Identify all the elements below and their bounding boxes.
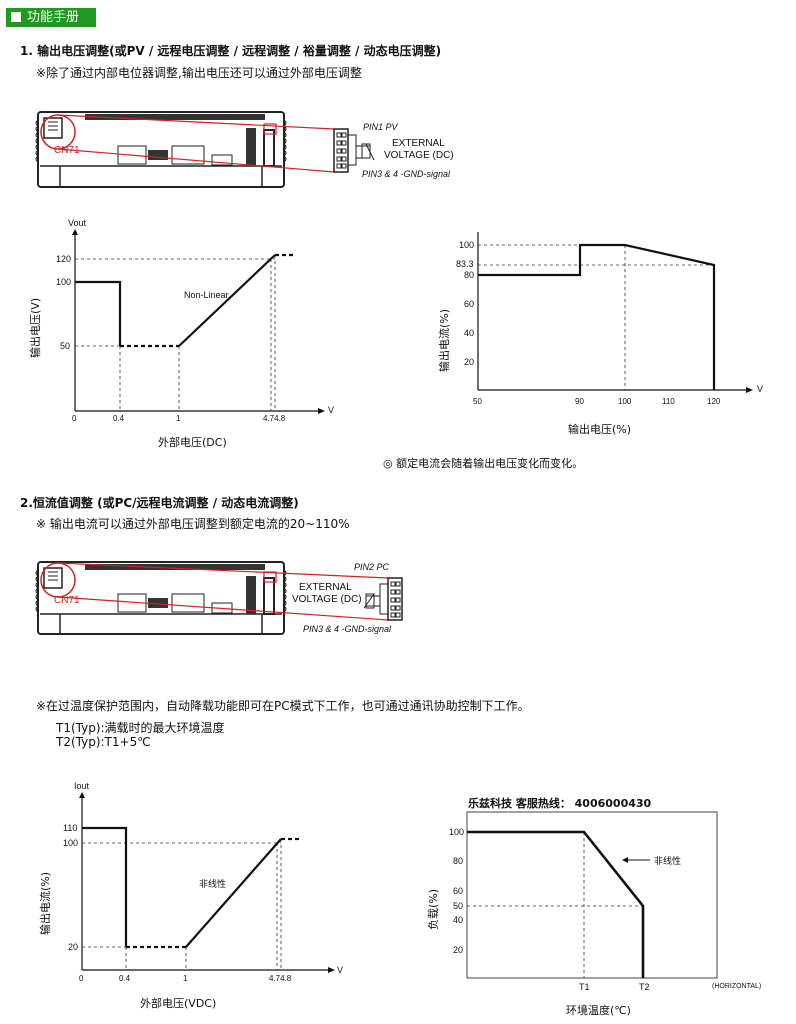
chart1-annotation: Non-Linear — [184, 290, 229, 300]
chart1-series-rising — [178, 254, 276, 347]
section3-t2: T2(Typ):T1+5℃ — [56, 735, 151, 749]
chart2-xtick-50: 50 — [473, 397, 482, 406]
chart4-series-line — [467, 830, 645, 978]
section1-heading: 1. 输出电压调整(或PV / 远程电压调整 / 远程调整 / 裕量调整 / 动… — [20, 44, 442, 58]
connector-pins-1 — [333, 128, 349, 173]
chart4-ytick-20: 20 — [453, 945, 464, 955]
chart1-ylabel: 输出电压(V) — [29, 297, 42, 358]
chart1-series-line — [75, 280, 122, 346]
connector-highlight-circle-2 — [40, 562, 76, 598]
chart2-xtick-90: 90 — [575, 397, 584, 406]
connector-pins-2 — [387, 577, 403, 621]
chart2-x-unit: V — [757, 384, 764, 394]
chart4-xtick-t1: T1 — [579, 982, 590, 992]
chart1-ylabel-top: Vout — [68, 218, 87, 228]
chart3-series-line — [82, 826, 128, 947]
chart4-plot-frame — [466, 811, 718, 979]
chart1-xtick-1: 1 — [176, 414, 181, 423]
section-header: 功能手册 — [6, 8, 96, 27]
chart4-ytick-50: 50 — [453, 901, 464, 911]
chart1-xtick-0: 0 — [72, 414, 77, 423]
section2-heading: 2.恒流值调整 (或PC/远程电流调整 / 动态电流调整) — [20, 496, 299, 510]
chart3-x-unit: V — [337, 965, 344, 975]
chart2-ytick-100: 100 — [459, 240, 475, 250]
pin-top-label-1: PIN1 PV — [363, 122, 398, 132]
chart4-ytick-100: 100 — [449, 827, 465, 837]
chart2-ytick-83-3: 83.3 — [456, 259, 474, 269]
ext-line1-label-1: EXTERNAL — [392, 138, 445, 149]
chart3-series-rising — [185, 838, 282, 948]
chart2-xtick-100: 100 — [618, 397, 632, 406]
chart3-ylabel: 输出电流(%) — [39, 871, 52, 935]
chart2-ylabel: 输出电流(%) — [438, 308, 451, 372]
chart2-caption: ◎ 额定电流会随着输出电压变化而变化。 — [383, 457, 584, 470]
ext-line2-label-1: VOLTAGE (DC) — [384, 150, 454, 161]
pin-bottom-label-1: PIN3 & 4 -GND-signal — [362, 169, 451, 179]
chart4-x-note: (HORIZONTAL) — [712, 983, 762, 990]
chart4-xlabel: 环境温度(℃) — [566, 1004, 631, 1017]
chart1-ytick-120: 120 — [56, 254, 72, 264]
chart3-xlabel: 外部电压(VDC) — [140, 997, 217, 1010]
chart3-xtick-0: 0 — [79, 974, 84, 983]
chart2-series-line — [478, 243, 716, 390]
chart4-annotation: 非线性 — [654, 857, 682, 867]
connector-label-2: CN71 — [54, 595, 80, 606]
chart1-ytick-50: 50 — [60, 341, 71, 351]
chart4-ylabel: 负载(%) — [427, 888, 440, 930]
chart1-ytick-100: 100 — [56, 277, 72, 287]
section1-note: ※除了通过内部电位器调整,输出电压还可以通过外部电压调整 — [36, 66, 362, 80]
chart3-ytick-20: 20 — [68, 942, 79, 952]
chart3-xtick-0-4: 0.4 — [119, 974, 131, 983]
ext-line2-label-2: VOLTAGE (DC) — [292, 594, 362, 605]
section-header-title: 功能手册 — [27, 10, 80, 25]
chart3-ytick-100: 100 — [63, 838, 79, 848]
chart2-xtick-120: 120 — [707, 397, 721, 406]
chart3-annotation: 非线性 — [199, 880, 227, 890]
chart4-xtick-t2: T2 — [639, 982, 650, 992]
hotline-text: 乐兹科技 客服热线： 4006000430 — [468, 797, 652, 810]
section2-note: ※ 输出电流可以通过外部电压调整到额定电流的20~110% — [36, 517, 350, 531]
chart1-xtick-0-4: 0.4 — [113, 414, 125, 423]
ext-line1-label-2: EXTERNAL — [299, 582, 352, 593]
chart1-x-unit: V — [328, 405, 335, 415]
chart3-xtick-4-7-4-8: 4.74.8 — [269, 974, 292, 983]
chart1-xtick-4-7-4-8: 4.74.8 — [263, 414, 286, 423]
chart4-ytick-80: 80 — [453, 856, 464, 866]
chart3-xtick-1: 1 — [183, 974, 188, 983]
chart2-ytick-80: 80 — [464, 270, 475, 280]
chart2-ytick-20: 20 — [464, 357, 475, 367]
chart1-xlabel: 外部电压(DC) — [158, 436, 227, 449]
chart2-ytick-60: 60 — [464, 299, 475, 309]
chart2-ytick-40: 40 — [464, 328, 475, 338]
square-icon — [11, 12, 21, 22]
chart2-xlabel: 输出电压(%) — [568, 423, 632, 436]
connector-label-1: CN71 — [54, 145, 80, 156]
chart4-ytick-40: 40 — [453, 915, 464, 925]
pin-bottom-label-2: PIN3 & 4 -GND-signal — [303, 624, 392, 634]
chart4-ytick-60: 60 — [453, 886, 464, 896]
section3-t1: T1(Typ):满载时的最大环境温度 — [56, 721, 225, 735]
chart3-ytick-110: 110 — [63, 823, 78, 833]
connector-highlight-circle — [40, 114, 76, 150]
pin-top-label-2: PIN2 PC — [354, 562, 390, 572]
section3-note: ※在过温度保护范围内，自动降载功能即可在PC模式下工作，也可通过通讯协助控制下工… — [36, 699, 530, 713]
chart2-xtick-110: 110 — [662, 397, 675, 406]
chart3-ylabel-top: Iout — [74, 781, 90, 791]
